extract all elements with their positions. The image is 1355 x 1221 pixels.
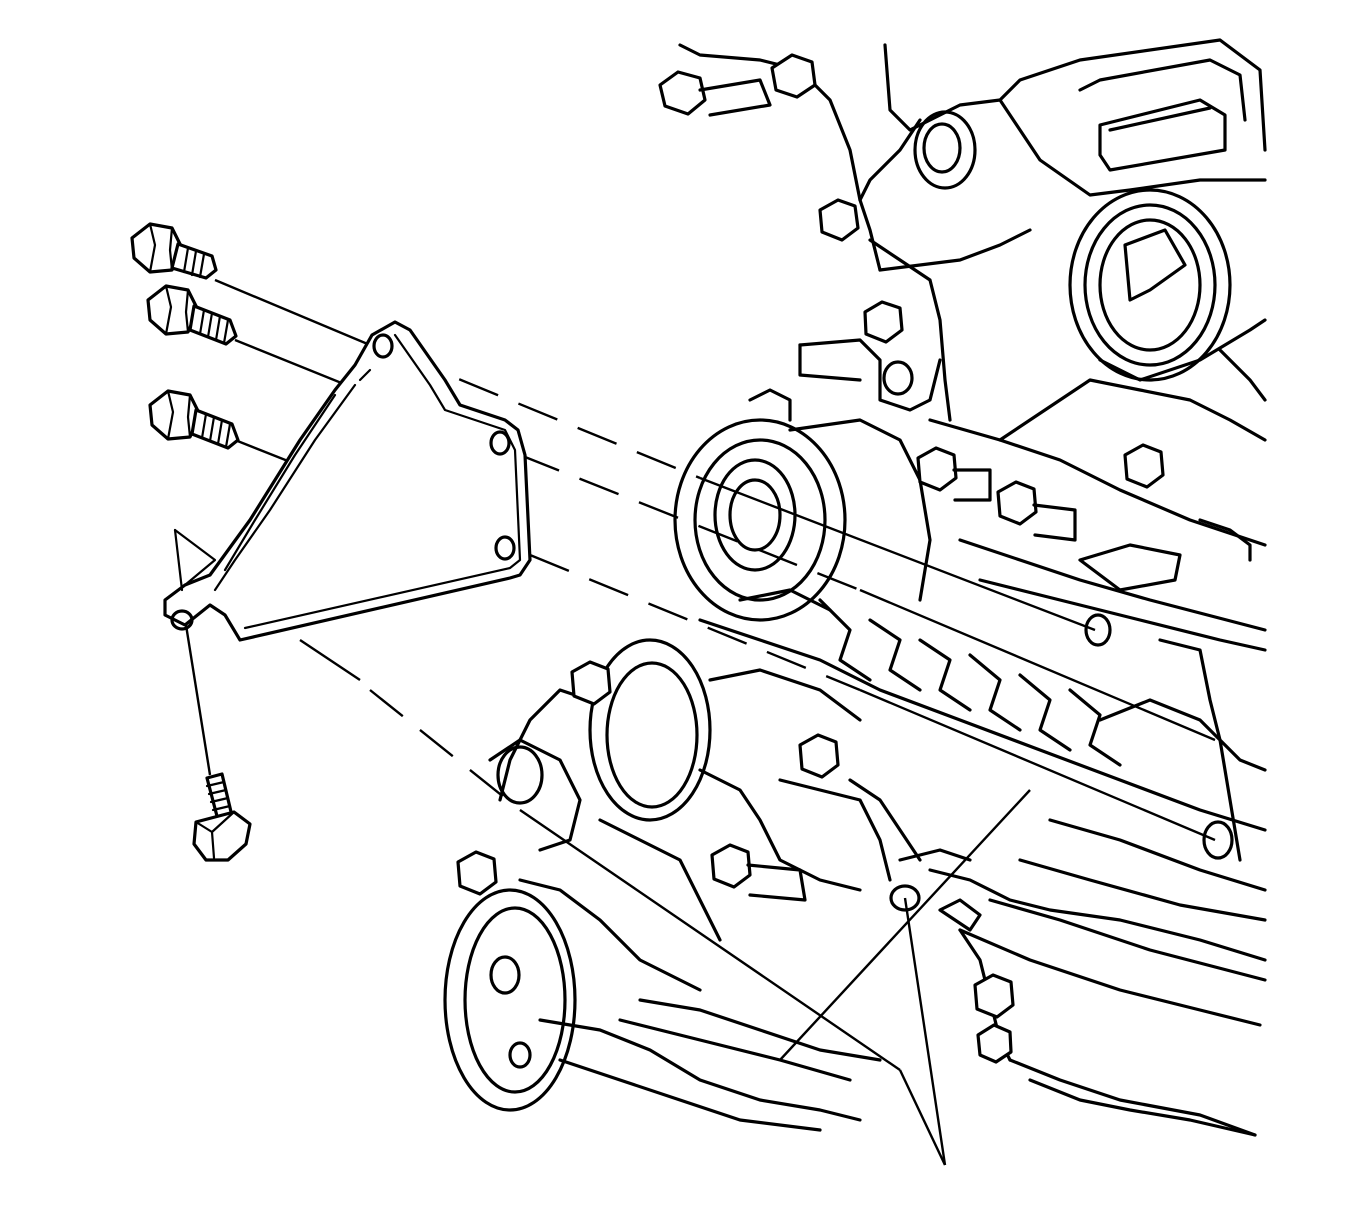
pan-drain-plug <box>973 973 1015 1064</box>
cover-bolt-2 <box>770 53 817 99</box>
bracket-bolt-lower <box>148 389 240 450</box>
wire-lead <box>1028 1078 1257 1137</box>
cover-bolt-4 <box>863 300 904 344</box>
block-bolt-4 <box>456 850 498 896</box>
bracket-bolt-upper <box>130 222 218 280</box>
bracket-bolt-middle <box>146 284 238 346</box>
mounting-bracket <box>163 320 532 642</box>
bracket-bolt-vertical <box>192 772 252 862</box>
head-bolt-a <box>916 446 992 502</box>
cover-bolt-1 <box>658 70 772 117</box>
block-bolt-2 <box>798 733 840 779</box>
cover-bolt-3 <box>818 198 860 242</box>
head-bolt-c <box>1123 443 1165 489</box>
block-bolt-3 <box>710 843 807 902</box>
head-bolt-b <box>996 480 1077 542</box>
block-bolt-1 <box>570 660 612 706</box>
